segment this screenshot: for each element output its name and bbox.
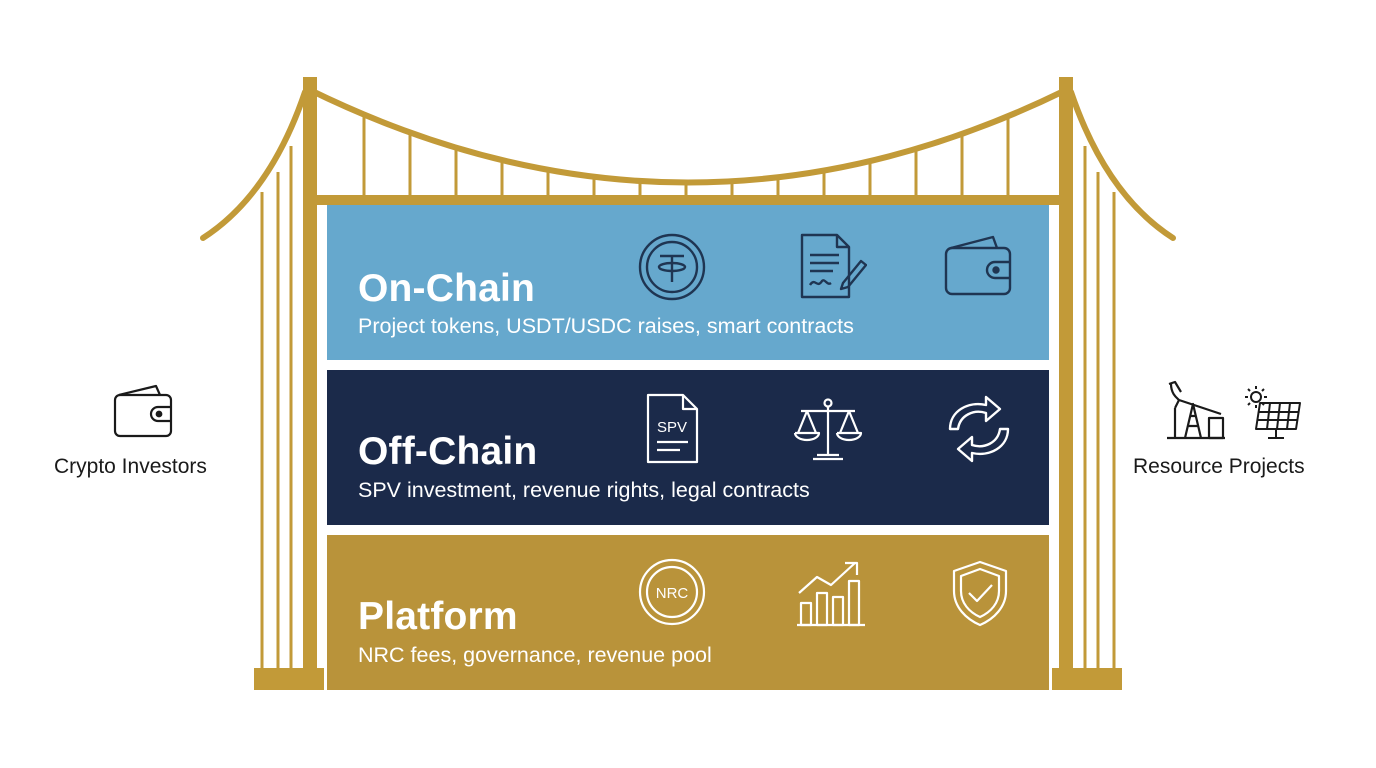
spv-document-icon: SPV [645, 392, 701, 466]
on-chain-layer: On-Chain Project tokens, USDT/USDC raise… [327, 205, 1049, 360]
nrc-label: NRC [656, 585, 689, 602]
bridge-deck [303, 195, 1073, 205]
spv-label: SPV [657, 419, 687, 436]
layer-title: Off-Chain [358, 430, 538, 473]
scales-of-justice-icon [793, 397, 863, 463]
growth-chart-icon [795, 559, 867, 627]
right-side-cable [1068, 89, 1176, 241]
crypto-investors-label: Crypto Investors [54, 455, 207, 478]
layer-title: On-Chain [358, 267, 536, 310]
layer-description: SPV investment, revenue rights, legal co… [358, 478, 810, 502]
oil-pump-icon [1165, 378, 1227, 440]
right-tower [1059, 77, 1073, 690]
solar-panel-icon [1240, 383, 1304, 441]
left-tower [303, 77, 317, 690]
layer-description: NRC fees, governance, revenue pool [358, 643, 712, 667]
layer-title: Platform [358, 595, 518, 638]
tether-coin-icon [637, 232, 707, 302]
signed-contract-icon [797, 231, 867, 301]
nrc-token-icon: NRC [637, 557, 707, 627]
left-side-cable [200, 89, 308, 241]
right-tower-base [1052, 668, 1122, 690]
main-cable [307, 87, 1069, 186]
resource-projects-label: Resource Projects [1133, 455, 1305, 478]
wallet-icon [943, 234, 1015, 298]
exchange-arrows-icon [944, 393, 1014, 465]
left-tower-base [254, 668, 324, 690]
off-chain-layer: Off-Chain SPV investment, revenue rights… [327, 370, 1049, 525]
layer-description: Project tokens, USDT/USDC raises, smart … [358, 314, 854, 338]
shield-check-icon [949, 559, 1011, 627]
wallet-icon [112, 383, 176, 439]
platform-layer: Platform NRC fees, governance, revenue p… [327, 535, 1049, 690]
